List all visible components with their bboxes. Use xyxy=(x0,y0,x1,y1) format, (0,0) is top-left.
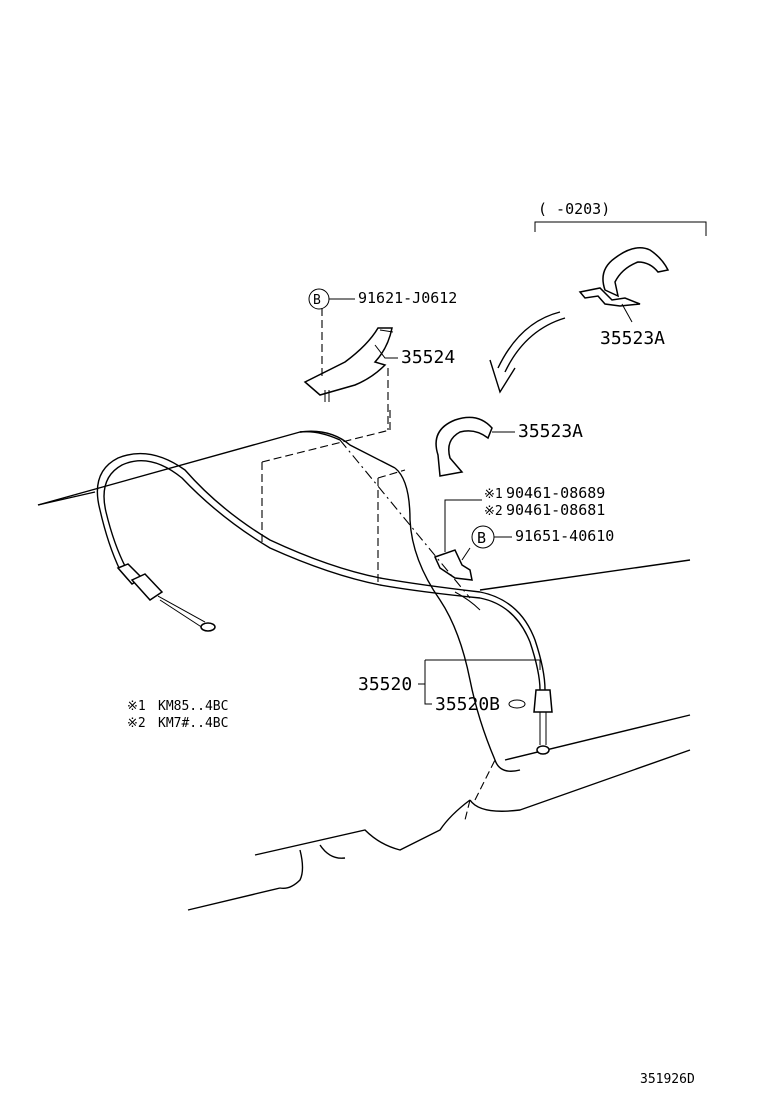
note1-mark-callout: ※1 xyxy=(484,487,503,502)
b-symbol-top: B xyxy=(313,293,321,308)
clip-part xyxy=(339,439,473,599)
callout-91621-J0612: 91621-J0612 xyxy=(358,289,457,307)
b-marker-top: B xyxy=(308,288,330,310)
callout-90461-08689: 90461-08689 xyxy=(506,484,605,502)
note2-mark-callout: ※2 xyxy=(484,504,503,519)
clamp-old-35523A xyxy=(578,247,670,307)
notes-list: ※1 KM85..4BC ※2 KM7#..4BC xyxy=(127,699,228,731)
diagram-id: 351926D xyxy=(640,1072,695,1087)
callout-35523A-old: 35523A xyxy=(600,328,665,349)
callout-35520B: 35520B xyxy=(435,694,500,715)
control-cable xyxy=(96,452,553,755)
clamp-new-35523A xyxy=(435,416,493,477)
callout-35523A-new: 35523A xyxy=(518,421,583,442)
range-label: ( -0203) xyxy=(538,200,610,218)
note-1-text: KM85..4BC xyxy=(158,699,228,714)
callout-35524: 35524 xyxy=(401,347,455,368)
callout-90461-08681: 90461-08681 xyxy=(506,501,605,519)
replacement-arrow xyxy=(489,311,566,394)
b-symbol-mid: B xyxy=(477,529,486,547)
body-outline xyxy=(37,408,691,911)
range-bracket xyxy=(534,221,707,236)
callout-35520: 35520 xyxy=(358,674,412,695)
note-1-mark: ※1 xyxy=(127,699,146,714)
note-2-text: KM7#..4BC xyxy=(158,716,228,731)
note-2-mark: ※2 xyxy=(127,716,146,731)
bracket-35524 xyxy=(303,308,394,430)
callout-91651-40610: 91651-40610 xyxy=(515,527,614,545)
b-marker-mid: B xyxy=(471,525,495,549)
